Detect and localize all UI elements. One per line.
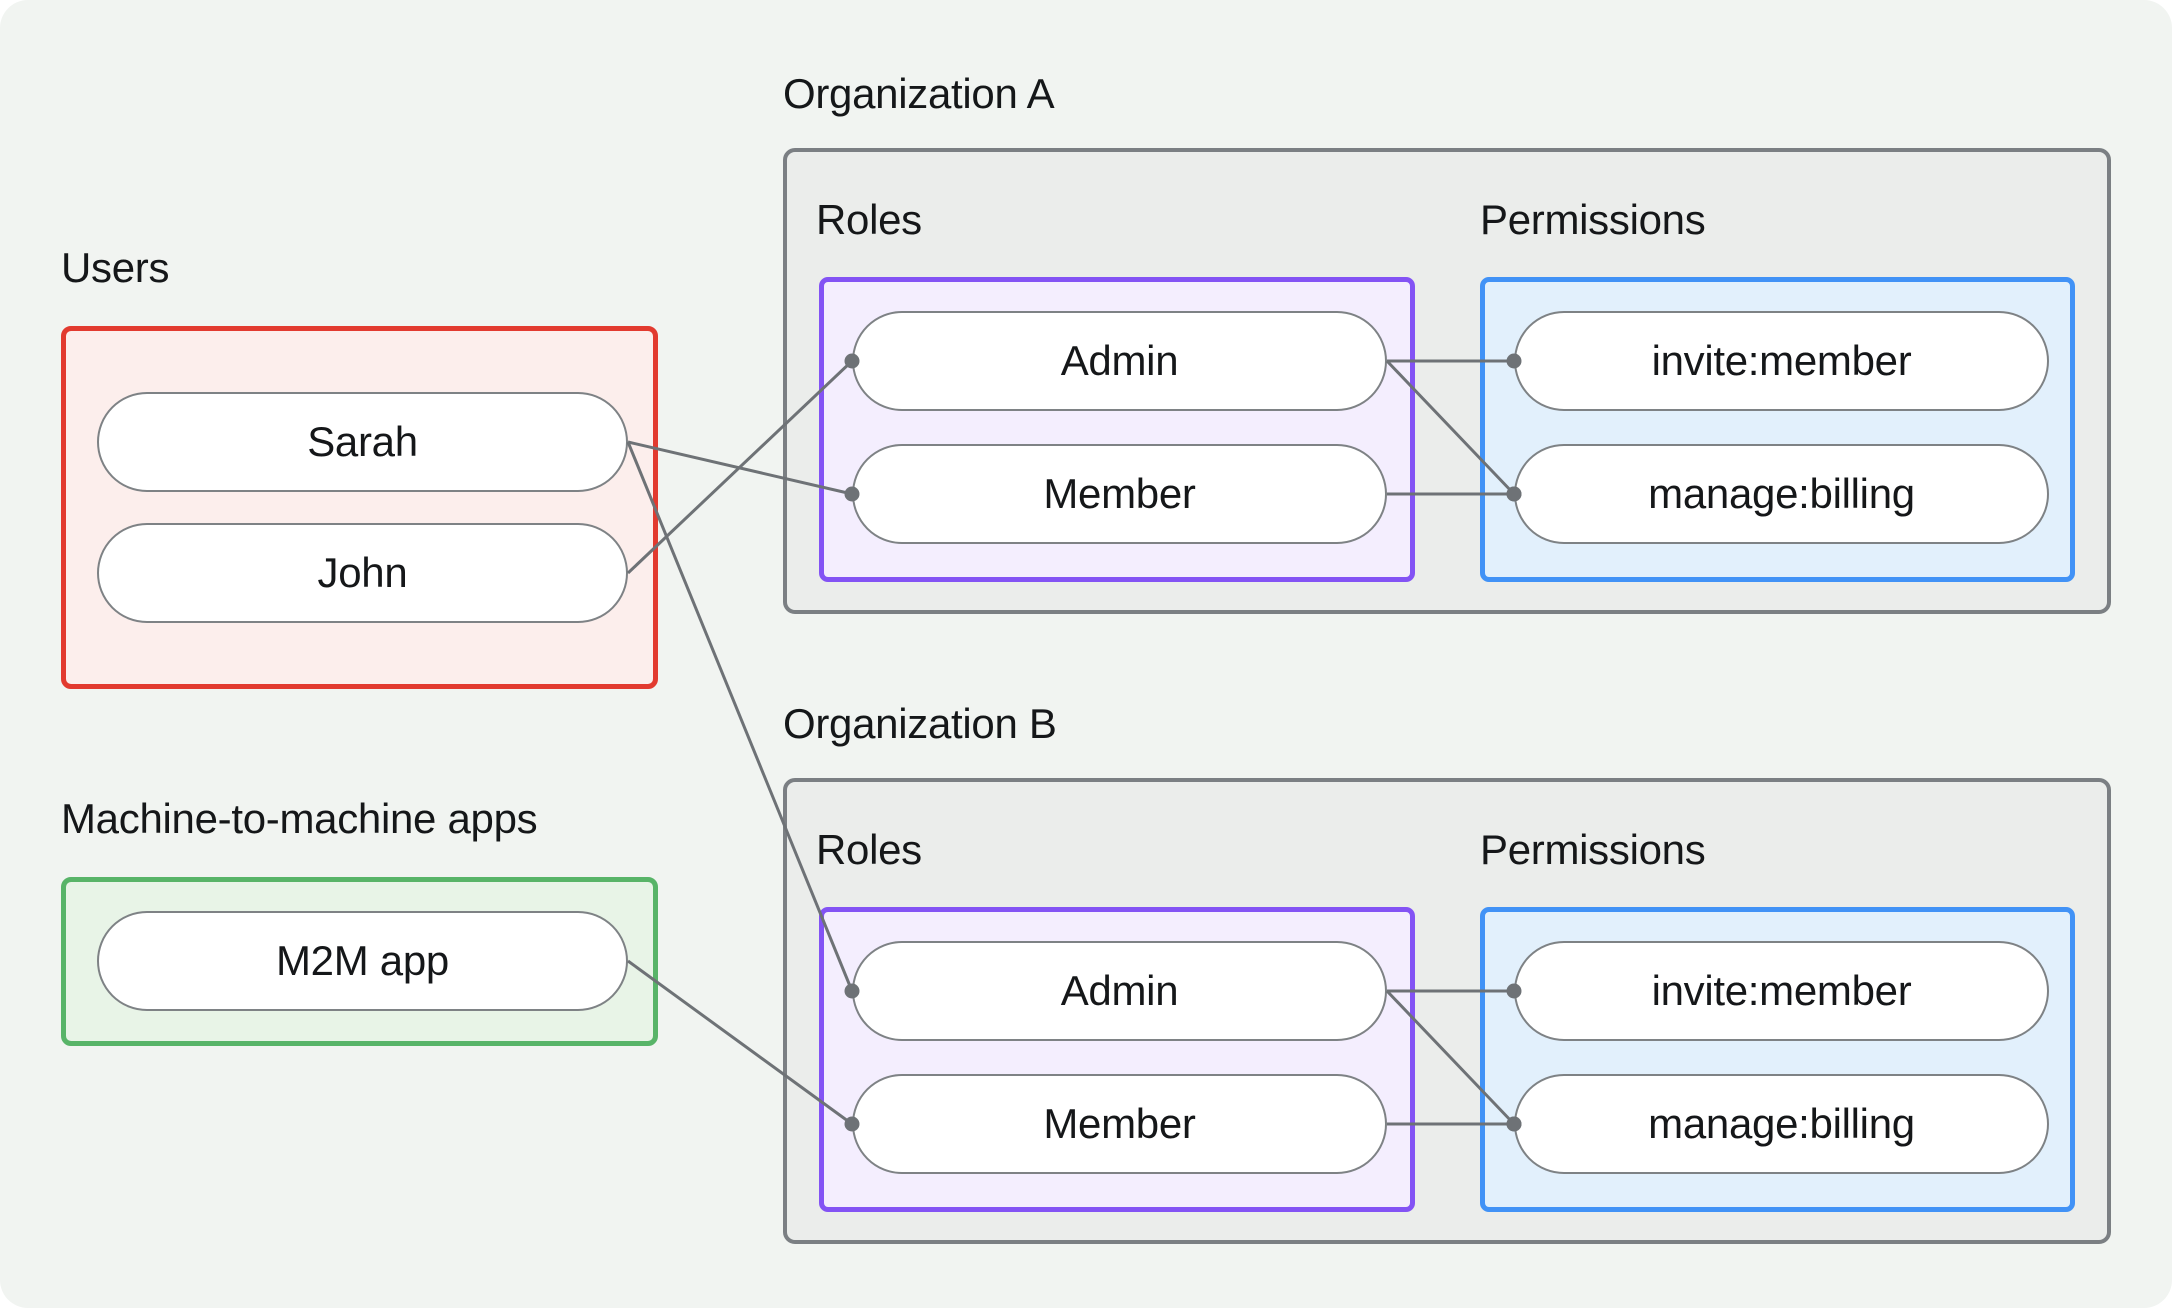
- org-a-role-admin: Admin: [852, 311, 1387, 411]
- org-a-permissions-label: Permissions: [1480, 196, 1706, 243]
- org-a-roles-label: Roles: [816, 196, 922, 243]
- user-node-sarah: Sarah: [97, 392, 628, 492]
- org-a-permission-invite-member: invite:member: [1514, 311, 2049, 411]
- users-group-label: Users: [61, 244, 170, 291]
- org-a-title: Organization A: [783, 70, 1055, 117]
- org-b-title: Organization B: [783, 700, 1057, 747]
- user-node-john: John: [97, 523, 628, 623]
- org-a-permission-manage-billing: manage:billing: [1514, 444, 2049, 544]
- org-b-roles-label: Roles: [816, 826, 922, 873]
- org-b-role-member: Member: [852, 1074, 1387, 1174]
- m2m-app-node: M2M app: [97, 911, 628, 1011]
- org-a-role-member: Member: [852, 444, 1387, 544]
- users-group-box: [61, 326, 658, 689]
- org-b-permission-manage-billing: manage:billing: [1514, 1074, 2049, 1174]
- org-b-permissions-label: Permissions: [1480, 826, 1706, 873]
- org-b-permission-invite-member: invite:member: [1514, 941, 2049, 1041]
- m2m-group-label: Machine-to-machine apps: [61, 795, 538, 842]
- org-b-role-admin: Admin: [852, 941, 1387, 1041]
